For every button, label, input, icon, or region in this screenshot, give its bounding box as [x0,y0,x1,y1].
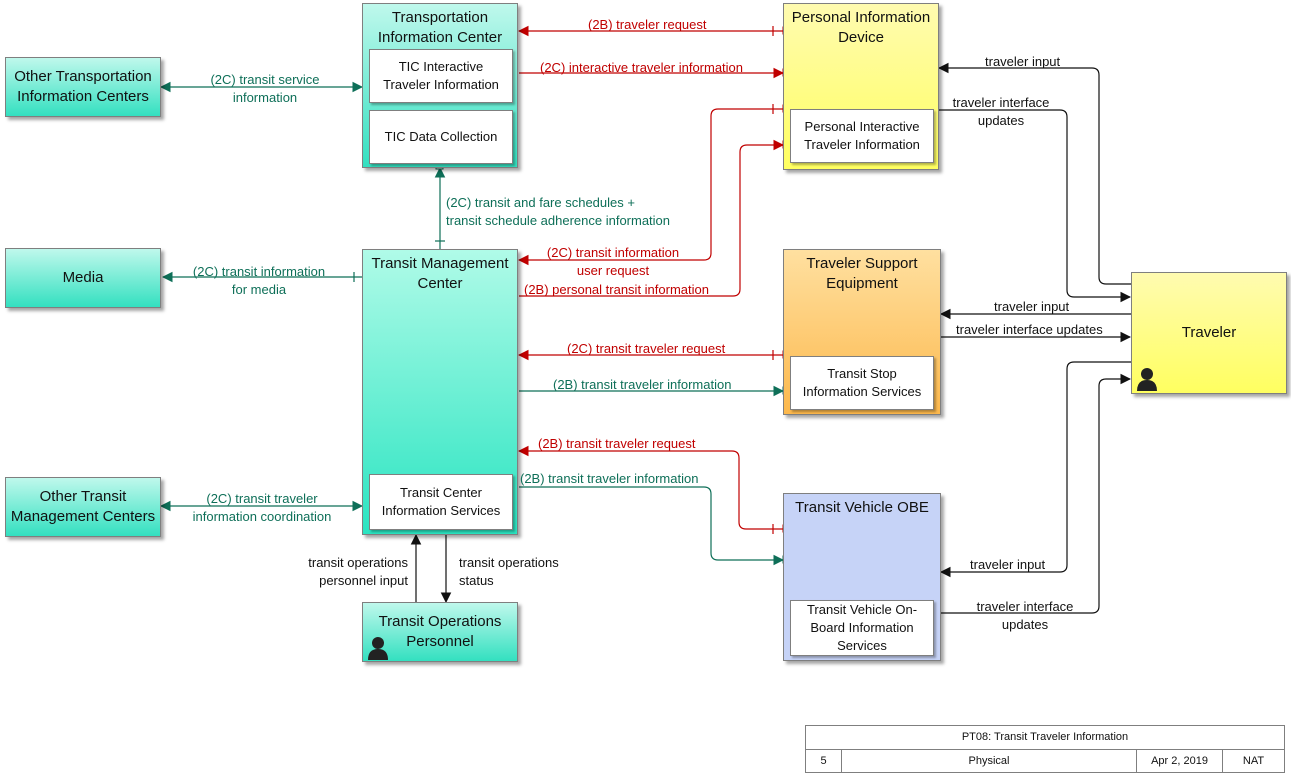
other-transportation-information-centers[interactable]: Other Transportation Information Centers [5,57,161,117]
flow-label-personal-transit-information: (2B) personal transit information [524,282,709,297]
flow-label-transit-service-information: (2C) transit service information [210,72,320,105]
flow-label-tse-transit-traveler-information: (2B) transit traveler information [553,377,732,392]
transit-operations-personnel[interactable]: Transit Operations Personnel [362,602,518,662]
node-title: Other Transit Management Centers [10,488,156,525]
flow-label-transit-information-for-media: (2C) transit information for media [192,264,326,297]
flow-label-transit-information-user-request: (2C) transit information user request [546,245,680,278]
flow-label-obe-interface-updates: traveler interface updates [976,599,1074,632]
flow-label-transit-traveler-information-coordination: (2C) transit traveler information coordi… [192,491,332,524]
diagram-date: Apr 2, 2019 [1137,750,1223,773]
node-title: Traveler [1181,324,1237,341]
flow-label-obe-transit-traveler-information: (2B) transit traveler information [520,471,699,486]
diagram-title-block: PT08: Transit Traveler Information 5 Phy… [805,725,1285,773]
flow-personal-transit-info [519,139,785,297]
flow-label-pid-interface-updates: traveler interface updates [952,95,1050,128]
other-transit-management-centers[interactable]: Other Transit Management Centers [5,477,161,537]
transportation-information-center[interactable]: Transportation Information Center TIC In… [362,3,518,168]
flow-label-ops-status: transit operations status [459,555,559,588]
flow-label-interactive-traveler-information: (2C) interactive traveler information [540,60,744,75]
flow-label-traveler-input-obe: traveler input [970,557,1046,572]
personal-information-device[interactable]: Personal Information Device Personal Int… [783,3,939,170]
diagram-view: Physical [842,750,1137,773]
diagram-org: NAT [1242,755,1265,767]
flow-label-obe-transit-traveler-request: (2B) transit traveler request [538,436,696,451]
flow-pid-interface-updates [939,109,1132,303]
traveler[interactable]: Traveler [1131,272,1287,394]
flow-obe-transit-traveler-information [519,486,785,566]
flow-label-tse-interface-updates: traveler interface updates [956,322,1103,337]
node-title: Personal Information Device [791,9,931,46]
transit-stop-information-services[interactable]: Transit Stop Information Services [790,356,934,410]
person-icon [1137,368,1157,391]
node-title: Transit Vehicle OBE [795,499,929,516]
transit-management-center[interactable]: Transit Management Center Transit Center… [362,249,518,535]
traveler-support-equipment[interactable]: Traveler Support Equipment Transit Stop … [783,249,941,415]
flow-label-traveler-input-tse: traveler input [994,299,1070,314]
node-title: Transit Management Center [371,255,509,292]
tic-interactive-traveler-information[interactable]: TIC Interactive Traveler Information [369,49,513,103]
flow-label-transit-fare-schedules: (2C) transit and fare schedules + transi… [446,195,671,228]
person-icon [368,637,388,660]
flow-label-traveler-request: (2B) traveler request [588,17,707,32]
node-title: Transit Operations Personnel [378,613,502,650]
node-title: Other Transportation Information Centers [14,68,152,105]
flow-obe-transit-traveler-request [517,445,786,530]
personal-interactive-traveler-information[interactable]: Personal Interactive Traveler Informatio… [790,109,934,163]
flow-transit-info-user-request [517,108,786,266]
flow-label-traveler-input-pid: traveler input [985,54,1061,69]
flow-traveler-input-pid [937,62,1131,285]
media[interactable]: Media [5,248,161,308]
transit-vehicle-onboard-information-services[interactable]: Transit Vehicle On- Board Information Se… [790,600,934,656]
flow-label-tse-transit-traveler-request: (2C) transit traveler request [567,341,726,356]
node-title: Traveler Support Equipment [806,255,918,292]
transit-vehicle-obe[interactable]: Transit Vehicle OBE Transit Vehicle On- … [783,493,941,661]
flow-label-ops-personnel-input: transit operations personnel input [308,555,408,588]
flow-traveler-input-obe [939,361,1131,578]
node-title: Media [62,269,104,286]
diagram-number: 5 [806,750,842,773]
tic-data-collection[interactable]: TIC Data Collection [369,110,513,164]
transit-center-information-services[interactable]: Transit Center Information Services [369,474,513,530]
flow-obe-interface-updates [941,373,1132,614]
node-title: Transportation Information Center [377,9,503,46]
diagram-title: PT08: Transit Traveler Information [806,726,1284,750]
